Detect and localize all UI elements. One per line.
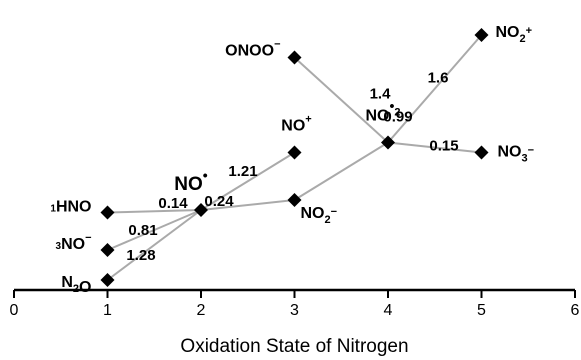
connection-value: 0.81 bbox=[128, 222, 157, 239]
connection-line bbox=[293, 141, 389, 201]
species-point-no_plus bbox=[287, 145, 302, 160]
connection-values: 0.140.81 1.28 1.21 0.24 0.99 1.4 1.6 0.15 bbox=[126, 70, 458, 265]
connection-line bbox=[107, 209, 202, 214]
connection-line bbox=[387, 141, 482, 154]
connection-line bbox=[106, 209, 202, 281]
connection-line bbox=[107, 209, 202, 251]
species-point-n2o bbox=[100, 273, 115, 287]
x-tick-label: 3 bbox=[290, 302, 299, 319]
x-axis-ticks: 0 1 2 3 4 5 6 bbox=[10, 290, 580, 319]
connection-value: 0.24 bbox=[204, 193, 234, 210]
species-label-no_plus: NO+ bbox=[281, 114, 311, 135]
connection-lines bbox=[106, 34, 483, 281]
species-points bbox=[100, 28, 489, 287]
connection-value: 1.28 bbox=[126, 247, 155, 264]
connection-value: 1.6 bbox=[428, 70, 449, 87]
x-tick-label: 4 bbox=[384, 302, 393, 319]
species-point-onoo bbox=[287, 50, 302, 65]
x-tick-label: 5 bbox=[477, 302, 486, 319]
connection-value: 1.4 bbox=[370, 86, 392, 103]
species-label-n2o: N2O bbox=[61, 274, 91, 296]
connection-value: 1.21 bbox=[228, 163, 257, 180]
species-label-onoo: ONOO− bbox=[225, 39, 280, 60]
species-point-no2 bbox=[381, 135, 395, 150]
species-label-no: NO• bbox=[174, 167, 208, 195]
connection-line bbox=[200, 151, 296, 211]
species-labels: 1HNO 3NO− N2O NO• NO+ NO2− ONOO− NO•2 NO2+ NO3− bbox=[50, 24, 534, 296]
connection-line bbox=[200, 199, 295, 211]
x-axis-title: Oxidation State of Nitrogen bbox=[180, 336, 408, 357]
connection-value: 0.99 bbox=[383, 109, 412, 126]
species-point-hno bbox=[100, 205, 115, 220]
species-point-no bbox=[194, 203, 208, 217]
connection-line bbox=[293, 56, 389, 144]
x-tick-label: 2 bbox=[197, 302, 206, 319]
species-point-no2_plus bbox=[474, 28, 489, 42]
connection-line bbox=[387, 34, 483, 144]
species-label-no2_plus: NO2+ bbox=[496, 24, 533, 45]
connection-value: 0.15 bbox=[429, 138, 458, 155]
species-label-no2_minus: NO2− bbox=[301, 205, 338, 226]
species-point-no3_minus bbox=[474, 145, 489, 160]
species-label-hno: 1HNO bbox=[50, 199, 91, 216]
species-point-no2_minus bbox=[287, 193, 302, 207]
connection-value: 0.14 bbox=[158, 195, 188, 212]
x-tick-label: 0 bbox=[10, 302, 19, 319]
x-tick-label: 1 bbox=[103, 302, 112, 319]
species-label-no3_minus: NO3− bbox=[498, 144, 535, 165]
species-point-no_minus bbox=[100, 243, 115, 257]
x-tick-label: 6 bbox=[571, 302, 580, 319]
species-label-no2: NO•2 bbox=[365, 98, 400, 125]
species-label-no_minus: 3NO− bbox=[56, 232, 92, 253]
